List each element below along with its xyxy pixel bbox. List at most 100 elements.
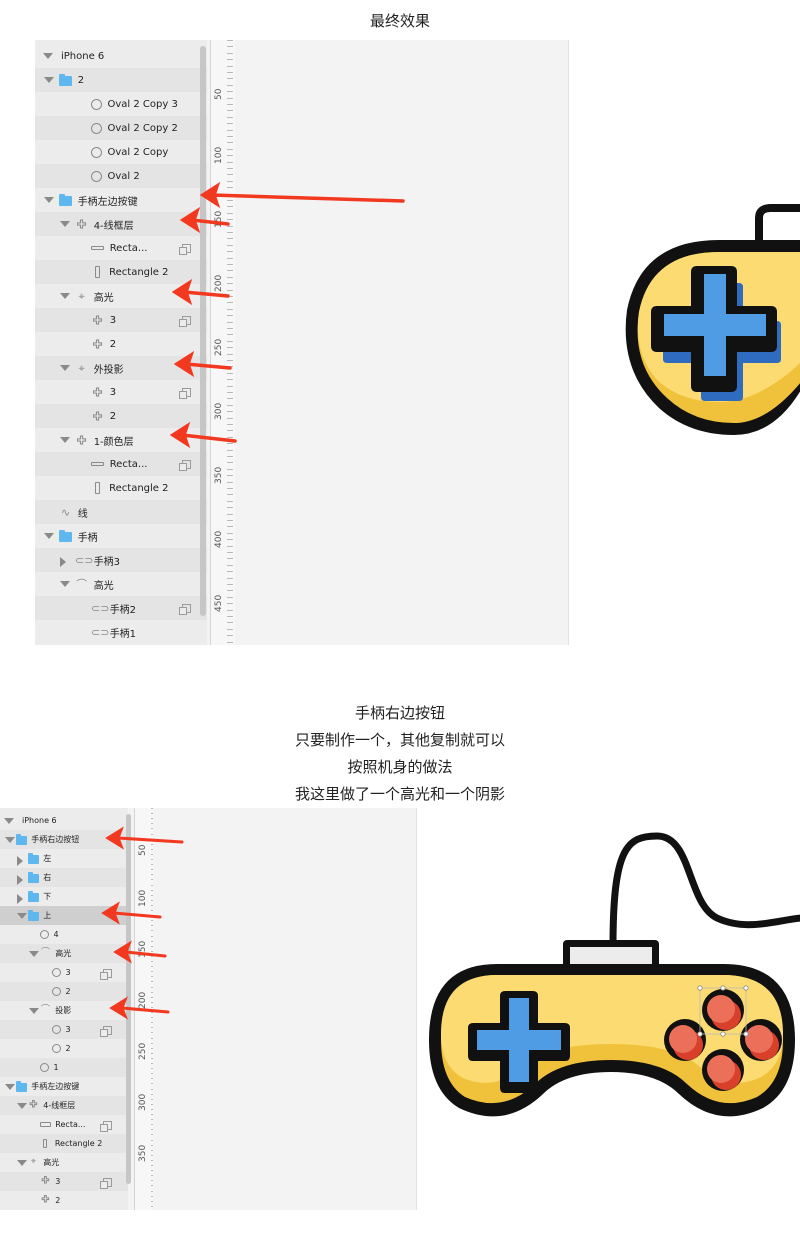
layer-row[interactable]: Oval 2 Copy 2 [35, 116, 207, 140]
layer-row[interactable]: Recta... [35, 452, 207, 476]
layer-row[interactable]: 2 [0, 982, 128, 1001]
disclosure-triangle-down-icon[interactable] [28, 1007, 39, 1014]
ruler-tick [227, 392, 233, 393]
capsule-shape-icon: ⊂⊃ [75, 553, 94, 567]
disclosure-triangle-down-icon[interactable] [59, 437, 70, 443]
cross-shape-icon: ✚ [76, 433, 87, 447]
layer-row[interactable]: 3 [0, 1020, 128, 1039]
layer-row[interactable]: ∿线 [35, 500, 207, 524]
ruler-tick [227, 244, 233, 246]
ruler-tick [227, 488, 233, 489]
disclosure-triangle-down-icon[interactable] [16, 1159, 27, 1166]
ruler-tick [227, 219, 233, 221]
disclosure-triangle-down-icon[interactable] [59, 293, 70, 299]
oval-icon [52, 1044, 61, 1053]
folder-icon [59, 194, 73, 206]
layer-row[interactable]: Oval 2 Copy [35, 140, 207, 164]
layer-row[interactable]: ✚3 [35, 380, 207, 404]
layer-row[interactable]: Rectangle 2 [35, 476, 207, 500]
ruler-tick [227, 302, 233, 304]
layer-row[interactable]: Oval 2 Copy 3 [35, 92, 207, 116]
layer-row[interactable]: 2 [35, 68, 207, 92]
disclosure-triangle-down-icon[interactable] [16, 1102, 27, 1109]
artboard[interactable] [416, 808, 800, 1210]
oval-icon [52, 987, 61, 996]
layers-scrollbar[interactable] [200, 46, 206, 616]
layer-row[interactable]: 左 [0, 849, 128, 868]
disclosure-triangle-down-icon[interactable] [59, 221, 70, 227]
layers-scrollbar[interactable] [126, 814, 131, 1184]
disclosure-triangle-down-icon[interactable] [4, 836, 15, 843]
ruler-tick [227, 136, 233, 137]
disclosure-triangle-icon[interactable] [4, 817, 14, 824]
symbol-copy-icon [100, 1025, 112, 1037]
layer-row[interactable]: ✚1-颜色层 [35, 428, 207, 452]
layer-label: 下 [43, 892, 52, 901]
disclosure-triangle-down-icon[interactable] [59, 365, 70, 371]
disclosure-triangle-right-icon[interactable] [16, 874, 23, 885]
layer-row[interactable]: Recta... [35, 236, 207, 260]
disclosure-triangle-right-icon[interactable] [16, 855, 23, 866]
layer-row[interactable]: ⊂⊃手柄1 [35, 620, 207, 644]
ruler-tick [227, 78, 233, 80]
vertical-rectangle-icon [94, 265, 100, 279]
ruler-tick [227, 347, 233, 349]
symbol-copy-icon [100, 968, 112, 980]
layer-label: Oval 2 Copy 3 [107, 98, 178, 110]
ruler-tick [227, 296, 233, 297]
canvas[interactable] [235, 40, 568, 645]
folder-icon [28, 872, 39, 883]
ruler-tick [227, 584, 233, 585]
gamepad-partial-illustration [625, 204, 800, 435]
disclosure-triangle-right-icon[interactable] [59, 557, 66, 567]
layer-row[interactable]: iPhone 6 [0, 811, 128, 830]
layer-row[interactable]: 右 [0, 868, 128, 887]
canvas[interactable] [153, 808, 416, 1210]
layer-row[interactable]: Rectangle 2 [0, 1134, 128, 1153]
disclosure-triangle-down-icon[interactable] [59, 581, 70, 587]
layer-row[interactable]: ⌒高光 [0, 944, 128, 963]
disclosure-triangle-down-icon[interactable] [43, 77, 54, 83]
disclosure-triangle-down-icon[interactable] [4, 1083, 15, 1090]
layer-row[interactable]: 3 [0, 963, 128, 982]
disclosure-triangle-down-icon[interactable] [16, 912, 27, 919]
disclosure-triangle-down-icon[interactable] [43, 533, 54, 539]
disclosure-triangle-right-icon[interactable] [16, 893, 23, 904]
layer-row[interactable]: 2 [0, 1039, 128, 1058]
layer-row[interactable]: ✚4-线框层 [0, 1096, 128, 1115]
artboard[interactable] [568, 40, 800, 645]
layer-row[interactable]: ⊂⊃手柄3 [35, 548, 207, 572]
layer-label: 手柄左边按键 [77, 196, 138, 208]
layer-row[interactable]: 手柄右边按钮 [0, 830, 128, 849]
layer-row[interactable]: ✚2 [35, 404, 207, 428]
layer-row[interactable]: Rectangle 2 [35, 260, 207, 284]
layer-row[interactable]: Oval 2 [35, 164, 207, 188]
disclosure-triangle-down-icon[interactable] [43, 197, 54, 203]
ruler-tick [227, 129, 233, 131]
layer-label: 1 [53, 1063, 59, 1072]
layer-row[interactable]: 手柄左边按键 [35, 188, 207, 212]
path-icon: ⌖ [78, 361, 85, 375]
layer-row[interactable]: Recta... [0, 1115, 128, 1134]
layer-row[interactable]: ✚4-线框层 [35, 212, 207, 236]
layer-row[interactable]: ⌖高光 [35, 284, 207, 308]
layer-row[interactable]: ⌖高光 [0, 1153, 128, 1172]
layer-row[interactable]: ⌒投影 [0, 1001, 128, 1020]
layer-row[interactable]: 1 [0, 1058, 128, 1077]
layer-row[interactable]: 下 [0, 887, 128, 906]
layer-row[interactable]: ✚2 [0, 1191, 128, 1210]
disclosure-triangle-down-icon[interactable] [28, 950, 39, 957]
layer-row[interactable]: ✚3 [0, 1172, 128, 1191]
ruler-tick [227, 180, 233, 182]
layer-row[interactable]: 手柄左边按键 [0, 1077, 128, 1096]
layer-row[interactable]: ⌖外投影 [35, 356, 207, 380]
layer-row[interactable]: ⌒高光 [35, 572, 207, 596]
layer-row[interactable]: 4 [0, 925, 128, 944]
layer-row[interactable]: ✚2 [35, 332, 207, 356]
layer-row[interactable]: iPhone 6 [35, 44, 207, 68]
disclosure-triangle-icon[interactable] [43, 53, 53, 59]
layer-row[interactable]: 上 [0, 906, 128, 925]
layer-row[interactable]: 手柄 [35, 524, 207, 548]
layer-row[interactable]: ⊂⊃手柄2 [35, 596, 207, 620]
layer-row[interactable]: ✚3 [35, 308, 207, 332]
